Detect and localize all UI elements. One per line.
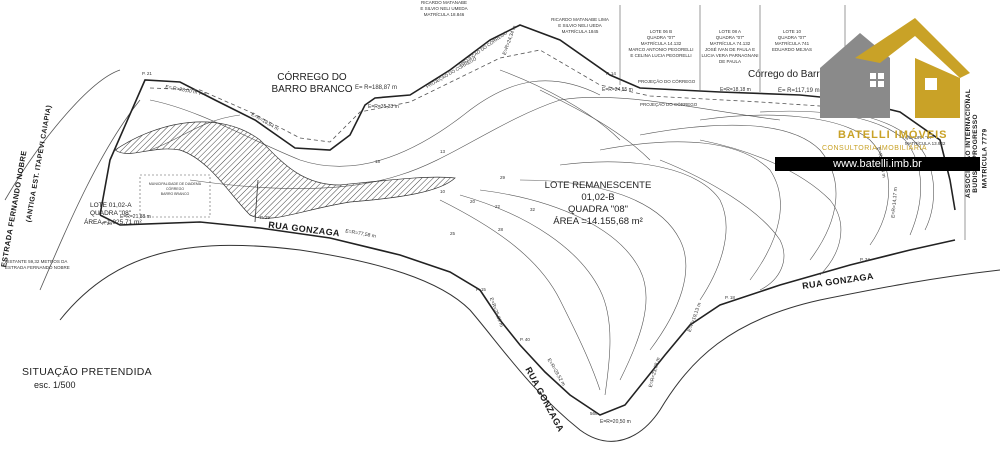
- point-p6: P. 6: [199, 91, 207, 96]
- contour-lines: [149, 69, 934, 396]
- remaining-lot-area: ÁREA =14.155,68 m²: [553, 216, 643, 227]
- remaining-lot-block: QUADRA "08": [567, 204, 629, 215]
- owner-lote1-line3: MATRÍCULA 14.132: [640, 41, 682, 46]
- associacao-line3: MATRÍCULA 7779: [981, 128, 989, 189]
- brand-name: BATELLI IMÓVEIS: [838, 129, 948, 141]
- owner-lote3-line2: QUADRA "07": [777, 35, 807, 40]
- estrada-edge-line-2: [39, 99, 141, 291]
- measure-er-20: E=R=20,50 m: [600, 419, 631, 425]
- owner-lote4-line2: MATRÍCULA 13.942: [905, 141, 946, 146]
- remaining-lot-code: 01,02-B: [581, 192, 615, 203]
- small-lot-title: LOTE 01,02-A: [90, 202, 132, 209]
- measure-er-18: E=R=18,18 m: [720, 87, 751, 93]
- remaining-lot-title: LOTE REMANESCENTE: [544, 180, 652, 191]
- associacao-line2: BUDISTA PROGRESSO: [971, 114, 979, 193]
- contour-560: 560: [590, 411, 598, 416]
- plan-scale: esc. 1/500: [34, 380, 76, 390]
- projection-note-3: PROJEÇÃO DO CÓRREGO: [640, 102, 698, 107]
- owner-lote3-line3: MATRÍCULA 741: [774, 41, 810, 46]
- stream-west-line1: CÓRREGO DO: [277, 72, 347, 83]
- municipality-note-line1: MUNICIPALIDADE DE DIADEMA: [148, 182, 202, 186]
- owner-lote2-line6: DE PAULA: [719, 59, 741, 64]
- stream-west-line2: BARRO BRANCO: [271, 84, 353, 95]
- point-p15: P. 15: [476, 287, 486, 292]
- municipality-note-line3: BARRO BRANCO: [160, 192, 190, 196]
- owner-lote1-line2: QUADRA "07": [646, 35, 676, 40]
- owner-north2-line2: E SILVIO NELI UEDA: [558, 23, 602, 28]
- owner-lote1-line4: MARCO ANTONIO PEGORELLI: [628, 47, 694, 52]
- brand-tagline: CONSULTORIA IMOBILIÁRIA: [822, 145, 927, 152]
- measure-er-21: E=R=21,88 m: [120, 214, 151, 220]
- point-p14: P. 14: [606, 71, 616, 76]
- owner-lote3-line4: EDUARDO MEJIAS: [771, 47, 812, 52]
- point-p40: P. 40: [520, 337, 530, 342]
- owner-lote3-line1: LOTE 10: [782, 29, 801, 34]
- measure-er-188: E= R=188,87 m: [355, 85, 398, 91]
- contour-28: 28: [498, 227, 504, 232]
- owner-north2-line3: MATRÍCULA 1845: [561, 29, 599, 34]
- contour-10: 10: [440, 189, 446, 194]
- brand-url[interactable]: www.batelli.imb.br: [775, 157, 980, 171]
- owner-lote1-line1: LOTE 06 B: [649, 29, 673, 34]
- owner-lote4-line1: QUADRA "07": [905, 135, 934, 140]
- point-p34: P. 34: [860, 257, 870, 262]
- plan-title: SITUAÇÃO PRETENDIDA: [22, 366, 152, 378]
- point-p21: P. 21: [142, 71, 152, 76]
- point-p18: P. 18: [725, 295, 735, 300]
- owner-lote2-line5: LUCIA VERA PARNAGNANI: [701, 53, 759, 58]
- stream-projection-line: [149, 49, 851, 143]
- measure-er-24b: E=R=24,55 m: [602, 87, 633, 93]
- owner-north1-line1: RICARDO MATANABE: [420, 0, 468, 5]
- rua-gonzaga-outer-edge: [59, 244, 1000, 442]
- stream-east: Córrego do Barr: [748, 69, 820, 80]
- small-lot-block: QUADRA "08": [90, 210, 132, 217]
- contour-20: 20: [470, 199, 476, 204]
- owner-lote2-line3: MATRÍCULA 74.132: [709, 41, 751, 46]
- measure-er-117: E= R=117,19 m: [778, 88, 820, 94]
- distance-note-line2: ESTRADA FERNANDO NOBRE: [5, 265, 70, 270]
- contour-29: 29: [500, 175, 506, 180]
- contour-18: 18: [375, 159, 381, 164]
- owner-lote2-line1: LOTE 08 A: [718, 29, 741, 34]
- projection-note-4: PROJEÇÃO DO CÓRREGO: [638, 79, 696, 84]
- distance-note-line1: DISTANTE 59,32 METROS DA: [5, 259, 68, 264]
- contour-22: 22: [495, 204, 501, 209]
- contour-25: 25: [450, 231, 456, 236]
- point-p25: P. 25: [260, 215, 270, 220]
- owner-lote2-line4: JOSÉ IVAN DE PAULA E: [704, 47, 756, 52]
- lot-division-line: [254, 179, 259, 223]
- owner-north2-line1: RICARDO MATANABE LIMA: [551, 17, 609, 22]
- owner-north1-line2: E SILVIO NELI UMEDA: [420, 6, 468, 11]
- contour-13: 13: [440, 149, 446, 154]
- point-p24: P. 24: [102, 221, 112, 226]
- owner-lote2-line2: QUADRA "07": [715, 35, 745, 40]
- hatched-slope-area: [114, 121, 456, 219]
- estrada-edge-line: [4, 69, 121, 201]
- lot-boundary-south: [99, 214, 956, 416]
- contour-32: 32: [530, 207, 536, 212]
- owner-lote1-line5: E CELINA LUCIA PEGORELLI: [630, 53, 692, 58]
- municipality-note-line2: CÓRREGO: [165, 187, 185, 191]
- measure-er-35: E=R=35,33 m: [368, 104, 399, 110]
- small-lot-area: ÁREA =1.025,71 m²: [84, 219, 142, 226]
- owner-north1-line3: MATRÍCULA 18.846: [423, 12, 465, 17]
- batelli-logo-house: [820, 18, 970, 118]
